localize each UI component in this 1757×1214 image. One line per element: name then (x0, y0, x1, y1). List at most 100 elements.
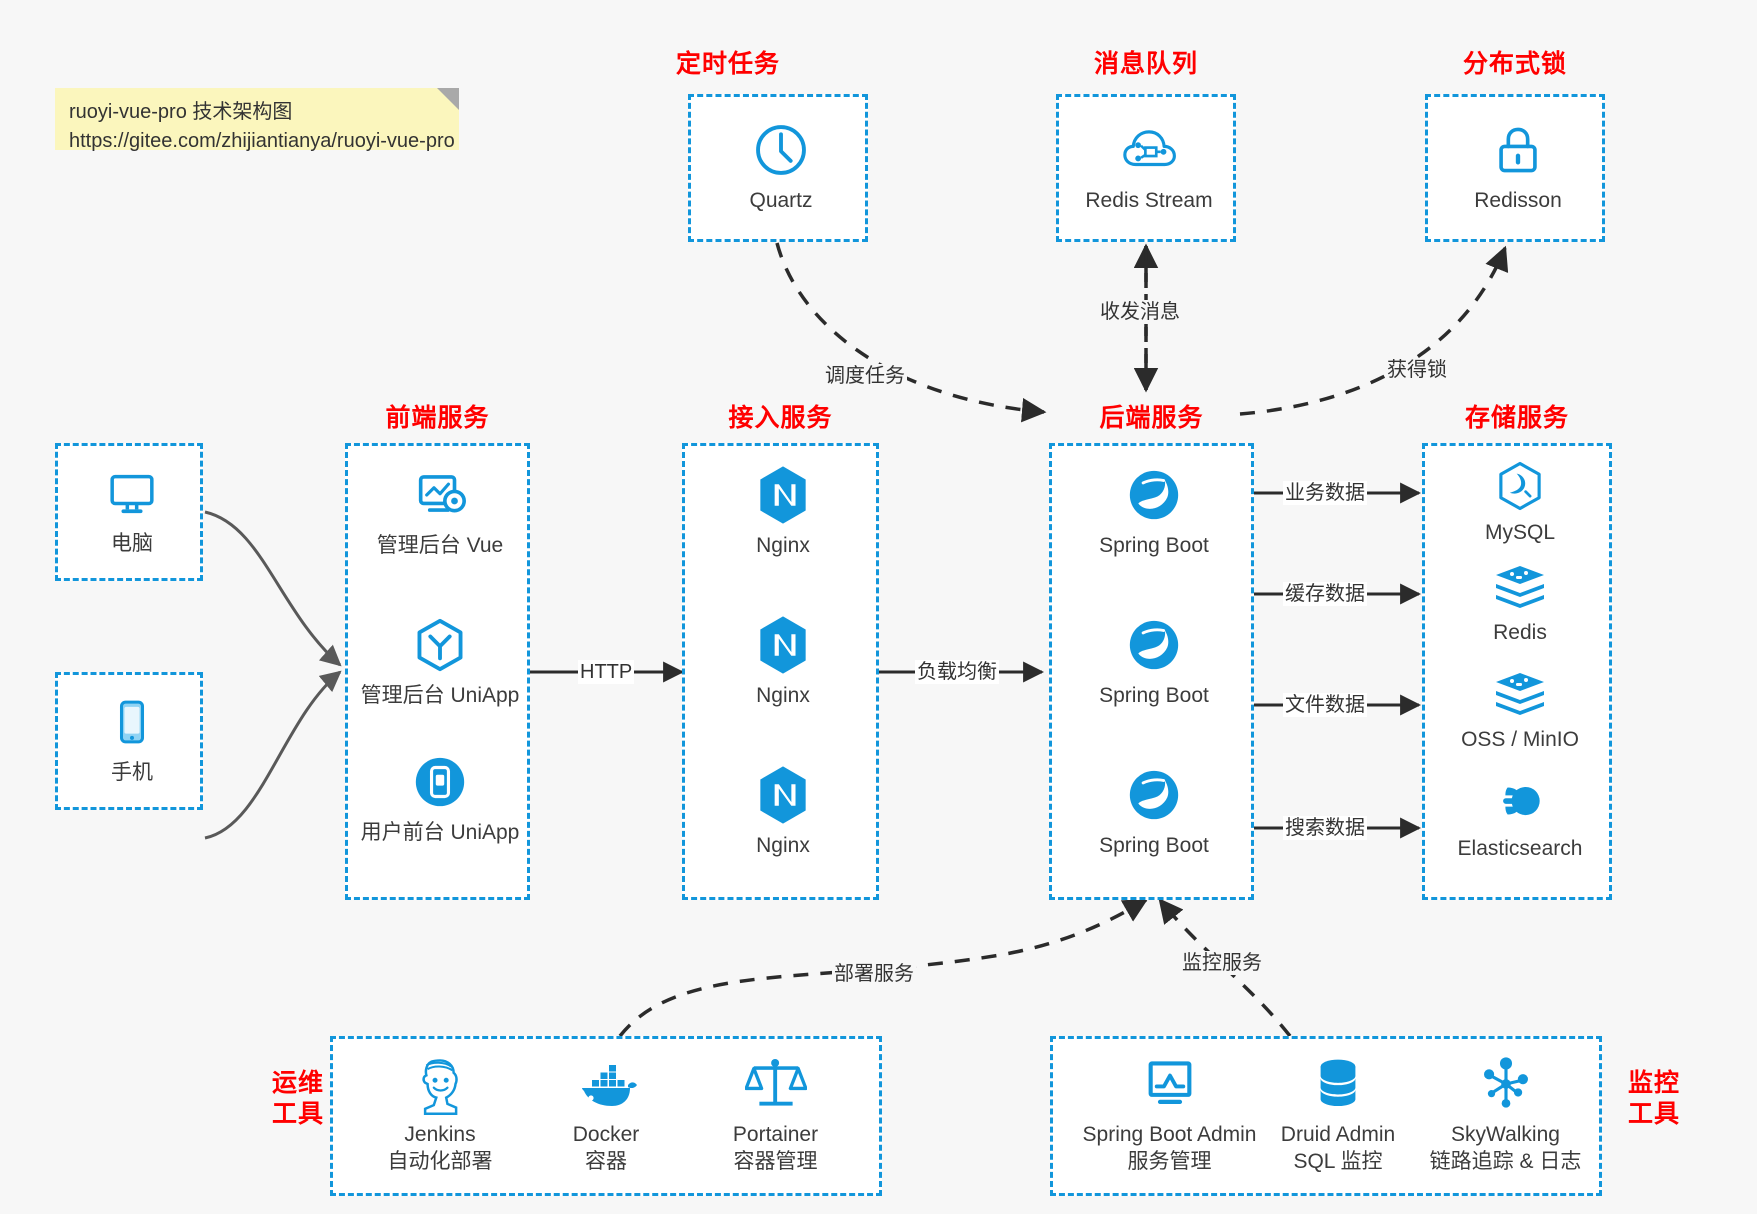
node-oss-minio[interactable]: OSS / MinIO (1445, 668, 1595, 754)
node-label: 手机 (111, 761, 153, 784)
elasticsearch-icon (1492, 773, 1548, 829)
node-sublabel: SQL 监控 (1293, 1149, 1383, 1173)
node-nginx-3[interactable]: Nginx (708, 764, 858, 860)
group-box-storage[interactable]: MySQL Redis (1422, 443, 1612, 900)
node-label: OSS / MinIO (1461, 728, 1579, 751)
spring-boot-icon (1125, 464, 1183, 526)
node-label: Spring Boot Admin (1082, 1123, 1257, 1146)
spring-boot-icon (1125, 614, 1183, 676)
phone-app-icon (411, 751, 469, 813)
node-computer[interactable]: 电脑 (57, 462, 207, 558)
node-label: Jenkins (404, 1123, 476, 1146)
node-spring-boot-3[interactable]: Spring Boot (1079, 764, 1229, 860)
node-label: 管理后台 Vue (376, 534, 504, 557)
node-admin-vue[interactable]: 管理后台 Vue (365, 464, 515, 560)
node-jenkins[interactable]: Jenkins 自动化部署 (360, 1053, 520, 1176)
node-label: SkyWalking (1451, 1123, 1560, 1146)
node-mysql[interactable]: MySQL (1445, 459, 1595, 547)
jenkins-icon (410, 1053, 470, 1115)
node-label: Druid Admin (1280, 1123, 1396, 1146)
node-sublabel: 容器 (585, 1149, 627, 1173)
node-spring-boot-2[interactable]: Spring Boot (1079, 614, 1229, 710)
note-fold-corner (437, 88, 459, 110)
node-admin-uniapp[interactable]: 管理后台 UniApp (361, 614, 519, 710)
clock-icon (752, 119, 810, 181)
edge-label-schedule-task: 调度任务 (823, 364, 907, 388)
docker-whale-icon (574, 1053, 638, 1115)
group-box-monitor-tools[interactable]: Spring Boot Admin 服务管理 Druid Admin SQL 监… (1050, 1036, 1602, 1196)
note-line-2: https://gitee.com/zhijiantianya/ruoyi-vu… (69, 130, 455, 152)
edge-quartz-to-backend (775, 242, 1047, 423)
node-redis[interactable]: Redis (1445, 561, 1595, 647)
note-line-1: ruoyi-vue-pro 技术架构图 (69, 101, 293, 123)
group-title-monitor-tools-line2: 工具 (1627, 1100, 1680, 1129)
group-title-message-queue: 消息队列 (1093, 50, 1198, 78)
node-phone[interactable]: 手机 (57, 691, 207, 787)
node-label: Elasticsearch (1457, 837, 1583, 860)
node-user-uniapp[interactable]: 用户前台 UniApp (361, 751, 519, 847)
edge-label-business-data: 业务数据 (1283, 481, 1367, 505)
mobile-icon (103, 691, 161, 753)
group-box-backend[interactable]: Spring Boot Spring Boot Spring Boot (1049, 443, 1254, 900)
group-title-storage: 存储服务 (1464, 404, 1569, 432)
node-label: Spring Boot (1099, 534, 1209, 557)
group-box-ops-tools[interactable]: Jenkins 自动化部署 Docker 容器 (330, 1036, 882, 1196)
group-title-frontend: 前端服务 (385, 404, 490, 432)
group-title-monitor-tools: 监控 工具 (1614, 1068, 1694, 1131)
desktop-icon (103, 462, 161, 524)
node-label: 管理后台 UniApp (360, 684, 520, 707)
group-box-computer[interactable]: 电脑 (55, 443, 203, 581)
edge-label-deploy-service: 部署服务 (832, 962, 916, 986)
node-label: Spring Boot (1099, 684, 1209, 707)
nginx-icon (754, 764, 812, 826)
node-spring-boot-1[interactable]: Spring Boot (1079, 464, 1229, 560)
group-title-gateway: 接入服务 (728, 404, 833, 432)
group-box-gateway[interactable]: Nginx Nginx Nginx (682, 443, 879, 900)
cloud-stream-icon (1120, 119, 1178, 181)
group-box-frontend[interactable]: 管理后台 Vue 管理后台 UniApp 用户前台 UniApp (345, 443, 530, 900)
redis-stack-icon (1492, 561, 1548, 613)
node-skywalking[interactable]: SkyWalking 链路追踪 & 日志 (1413, 1053, 1598, 1176)
node-docker[interactable]: Docker 容器 (526, 1053, 686, 1176)
edge-label-monitor-service: 监控服务 (1180, 951, 1264, 975)
portainer-scale-icon (744, 1053, 807, 1115)
node-druid-admin[interactable]: Druid Admin SQL 监控 (1253, 1053, 1423, 1176)
node-label: Nginx (756, 684, 810, 707)
group-box-distributed-lock[interactable]: Redisson (1425, 94, 1605, 242)
node-sublabel: 自动化部署 (387, 1149, 493, 1173)
node-redisson[interactable]: Redisson (1443, 119, 1593, 215)
group-title-distributed-lock: 分布式锁 (1462, 50, 1567, 78)
group-title-scheduled-task: 定时任务 (675, 50, 780, 78)
uniapp-cube-icon (411, 614, 469, 676)
edge-computer-to-frontend (204, 510, 342, 667)
sticky-note: ruoyi-vue-pro 技术架构图 https://gitee.com/zh… (55, 88, 459, 152)
edge-label-load-balance: 负载均衡 (915, 660, 999, 684)
spring-boot-icon (1125, 764, 1183, 826)
mysql-icon (1493, 459, 1547, 513)
group-title-backend: 后端服务 (1099, 404, 1204, 432)
node-spring-boot-admin[interactable]: Spring Boot Admin 服务管理 (1067, 1053, 1272, 1176)
node-label: 电脑 (111, 532, 153, 555)
node-elasticsearch[interactable]: Elasticsearch (1445, 773, 1595, 863)
group-box-scheduled-task[interactable]: Quartz (688, 94, 868, 242)
edge-phone-to-frontend (204, 670, 342, 840)
database-icon (1310, 1053, 1366, 1115)
node-label: Redis Stream (1085, 189, 1213, 212)
group-box-message-queue[interactable]: Redis Stream (1056, 94, 1236, 242)
group-title-ops-tools-line1: 运维 (271, 1069, 324, 1097)
node-label: Nginx (756, 834, 810, 857)
lock-icon (1489, 119, 1547, 181)
edge-label-send-receive-message: 收发消息 (1098, 300, 1182, 324)
node-nginx-1[interactable]: Nginx (708, 464, 858, 560)
monitor-chart-icon (1140, 1053, 1200, 1115)
node-quartz[interactable]: Quartz (706, 119, 856, 215)
node-label: Docker (572, 1123, 640, 1146)
node-nginx-2[interactable]: Nginx (708, 614, 858, 710)
node-portainer[interactable]: Portainer 容器管理 (693, 1053, 858, 1176)
dashboard-gear-icon (410, 464, 470, 526)
node-redis-stream[interactable]: Redis Stream (1074, 119, 1224, 215)
nginx-icon (754, 464, 812, 526)
group-box-phone[interactable]: 手机 (55, 672, 203, 810)
node-label: Spring Boot (1099, 834, 1209, 857)
